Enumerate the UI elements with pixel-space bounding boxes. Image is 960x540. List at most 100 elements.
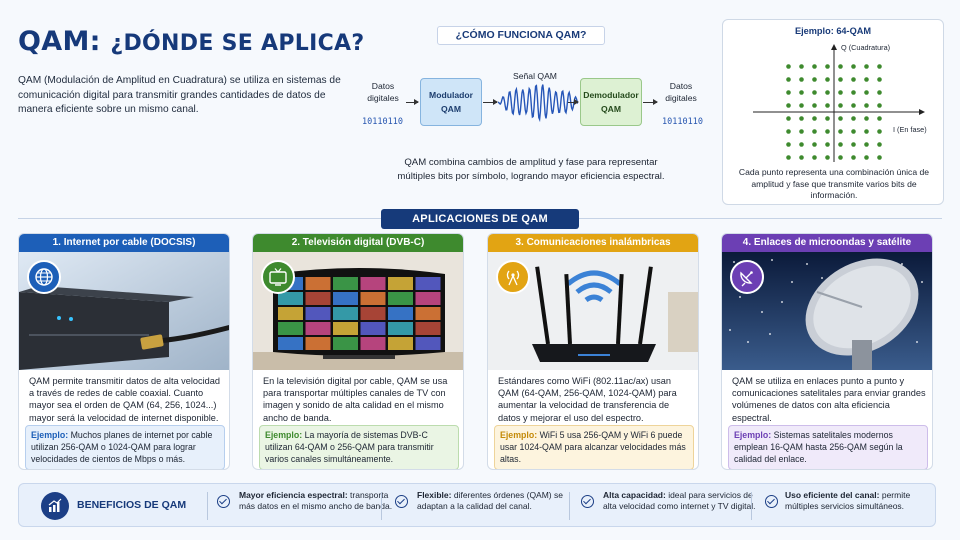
how-it-works-caption: QAM combina cambios de amplitud y fase p… [397, 157, 665, 182]
constellation-point [877, 142, 882, 147]
constellation-title: Ejemplo: 64-QAM [794, 26, 872, 36]
constellation-card: Ejemplo: 64-QAM Q (Cuadratura) I (En fas… [722, 19, 944, 205]
benefits-bar: BENEFICIOS DE QAM Mayor eficiencia espec… [18, 483, 936, 527]
chart-growth-icon [41, 492, 69, 520]
constellation-point [851, 142, 856, 147]
card-description: En la televisión digital por cable, QAM … [263, 376, 448, 423]
modulator-label: Modulador QAM [429, 90, 473, 114]
constellation-point [851, 90, 856, 95]
constellation-point [864, 77, 869, 82]
intro-text: QAM (Modulación de Amplitud en Cuadratur… [18, 75, 341, 115]
constellation-point [851, 103, 856, 108]
output-data-label: Datos digitales [665, 81, 697, 103]
constellation-point [799, 77, 804, 82]
i-axis-label: I (En fase) [893, 125, 927, 134]
example-label: Ejemplo: [31, 430, 69, 440]
constellation-point [799, 64, 804, 69]
antenna-icon [496, 260, 530, 294]
satellite-dish-image [722, 252, 932, 370]
demodulator-label: Demodulador QAM [583, 90, 639, 114]
card-description: Estándares como WiFi (802.11ac/ax) usan … [498, 376, 677, 423]
constellation-point [877, 129, 882, 134]
constellation-point [825, 64, 830, 69]
example-text: Sistemas satelitales modernos emplean 16… [734, 430, 903, 464]
card-title: 2. Televisión digital (DVB-C) [253, 234, 463, 252]
constellation-point [838, 64, 843, 69]
constellation-point [851, 155, 856, 160]
constellation-point [812, 77, 817, 82]
constellation-point [825, 142, 830, 147]
constellation-point [864, 155, 869, 160]
constellation-point [851, 116, 856, 121]
constellation-point [825, 116, 830, 121]
benefit-item: Flexible: diferentes órdenes (QAM) se ad… [417, 490, 577, 512]
card-title: 3. Comunicaciones inalámbricas [488, 234, 698, 252]
benefits-title: BENEFICIOS DE QAM [77, 499, 187, 511]
constellation-point [812, 142, 817, 147]
benefit-text: permite múltiples servicios simultáneos. [785, 490, 911, 512]
app-card-digital-tv: 2. Televisión digital (DVB-C) En la tele… [252, 233, 464, 470]
constellation-point [812, 129, 817, 134]
app-card-cable-internet: 1. Internet por cable (DOCSIS) QAM permi… [18, 233, 230, 470]
constellation-point [812, 103, 817, 108]
card-title: 1. Internet por cable (DOCSIS) [19, 234, 229, 252]
how-it-works-title: ¿CÓMO FUNCIONA QAM? [437, 26, 605, 45]
constellation-point [812, 155, 817, 160]
constellation-point [786, 77, 791, 82]
check-icon [395, 495, 408, 508]
page-title-rest: ¿DÓNDE SE APLICA? [110, 31, 365, 56]
q-axis-label: Q (Cuadratura) [841, 43, 890, 52]
constellation-point [812, 116, 817, 121]
constellation-point [877, 64, 882, 69]
output-bits: 10110110 [662, 117, 703, 127]
benefit-label: Flexible: [417, 490, 452, 500]
benefits-divider [751, 492, 752, 520]
constellation-point [786, 116, 791, 121]
benefits-divider [569, 492, 570, 520]
constellation-point [799, 142, 804, 147]
globe-icon [27, 260, 61, 294]
page-title: QAM: ¿DÓNDE SE APLICA? [18, 26, 365, 57]
constellation-point [864, 64, 869, 69]
benefits-divider [381, 492, 382, 520]
constellation-point [877, 103, 882, 108]
benefit-text: ideal para servicios de alta velocidad c… [603, 490, 756, 512]
constellation-point [838, 77, 843, 82]
card-description: QAM permite transmitir datos de alta vel… [29, 376, 220, 423]
constellation-point [799, 116, 804, 121]
card-title: 4. Enlaces de microondas y satélite [722, 234, 932, 252]
constellation-point [864, 103, 869, 108]
constellation-point [864, 90, 869, 95]
check-icon [765, 495, 778, 508]
example-text: WiFi 5 usa 256-QAM y WiFi 6 puede usar 1… [500, 430, 686, 464]
card-example: Ejemplo: Sistemas satelitales modernos e… [728, 425, 928, 469]
card-description: QAM se utiliza en enlaces punto a punto … [732, 376, 926, 423]
benefits-divider [207, 492, 208, 520]
constellation-point [838, 116, 843, 121]
constellation-point [877, 155, 882, 160]
constellation-point [877, 77, 882, 82]
constellation-point [799, 90, 804, 95]
benefit-label: Mayor eficiencia espectral: [239, 490, 348, 500]
constellation-point [825, 90, 830, 95]
constellation-point [877, 90, 882, 95]
arrow-output [643, 99, 658, 105]
constellation-point [786, 64, 791, 69]
constellation-point [838, 142, 843, 147]
signal-label: Señal QAM [513, 71, 557, 81]
constellation-point [812, 64, 817, 69]
constellation-point [799, 103, 804, 108]
constellation-diagram: Q (Cuadratura) I (En fase) [753, 43, 927, 162]
constellation-point [877, 116, 882, 121]
constellation-point [864, 129, 869, 134]
arrow-input [406, 99, 419, 105]
example-text: Muchos planes de internet por cable util… [31, 430, 213, 464]
constellation-point [786, 155, 791, 160]
constellation-point [825, 103, 830, 108]
constellation-point [864, 116, 869, 121]
constellation-point [825, 155, 830, 160]
modulator-box: Modulador QAM [420, 78, 482, 126]
benefit-item: Uso eficiente del canal: permite múltipl… [785, 490, 925, 512]
constellation-point [825, 129, 830, 134]
benefit-label: Alta capacidad: [603, 490, 666, 500]
